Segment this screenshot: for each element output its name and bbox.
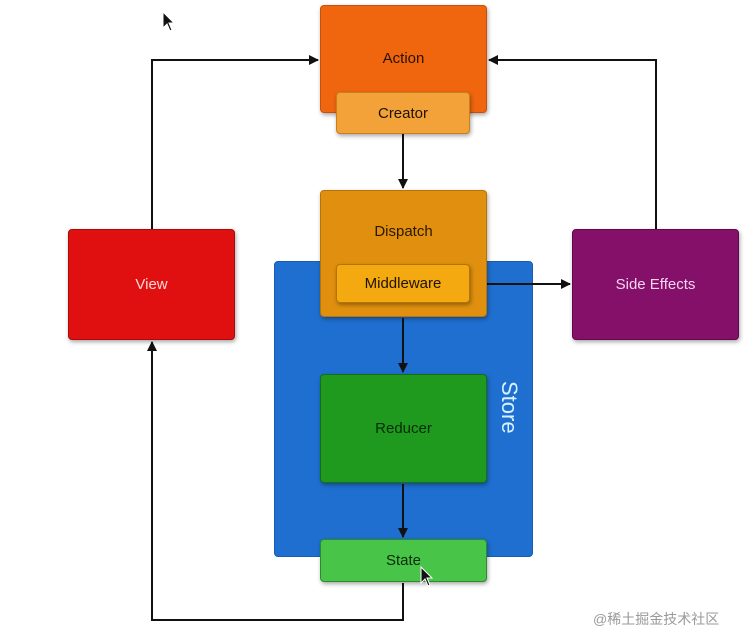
arrow-view-to-action [151, 55, 319, 229]
dispatch-label: Dispatch [374, 223, 433, 240]
watermark: @稀土掘金技术社区 [593, 611, 720, 627]
middleware-box: Middleware [336, 264, 470, 303]
reducer-box: Reducer [320, 374, 487, 483]
side-effects-label: Side Effects [615, 276, 696, 293]
reducer-label: Reducer [375, 420, 432, 437]
view-box: View [68, 229, 235, 340]
state-label: State [385, 552, 422, 569]
action-label: Action [382, 50, 425, 67]
creator-label: Creator [377, 104, 429, 122]
state-box: State [320, 539, 487, 582]
arrow-side-effects-to-action [488, 55, 657, 229]
creator-box: Creator [336, 92, 470, 134]
mouse-pointer-icon [420, 566, 434, 587]
view-label: View [135, 276, 168, 293]
mouse-pointer-icon [162, 11, 176, 32]
middleware-label: Middleware [364, 275, 442, 292]
side-effects-box: Side Effects [572, 229, 739, 340]
arrow-state-to-view [147, 341, 404, 621]
